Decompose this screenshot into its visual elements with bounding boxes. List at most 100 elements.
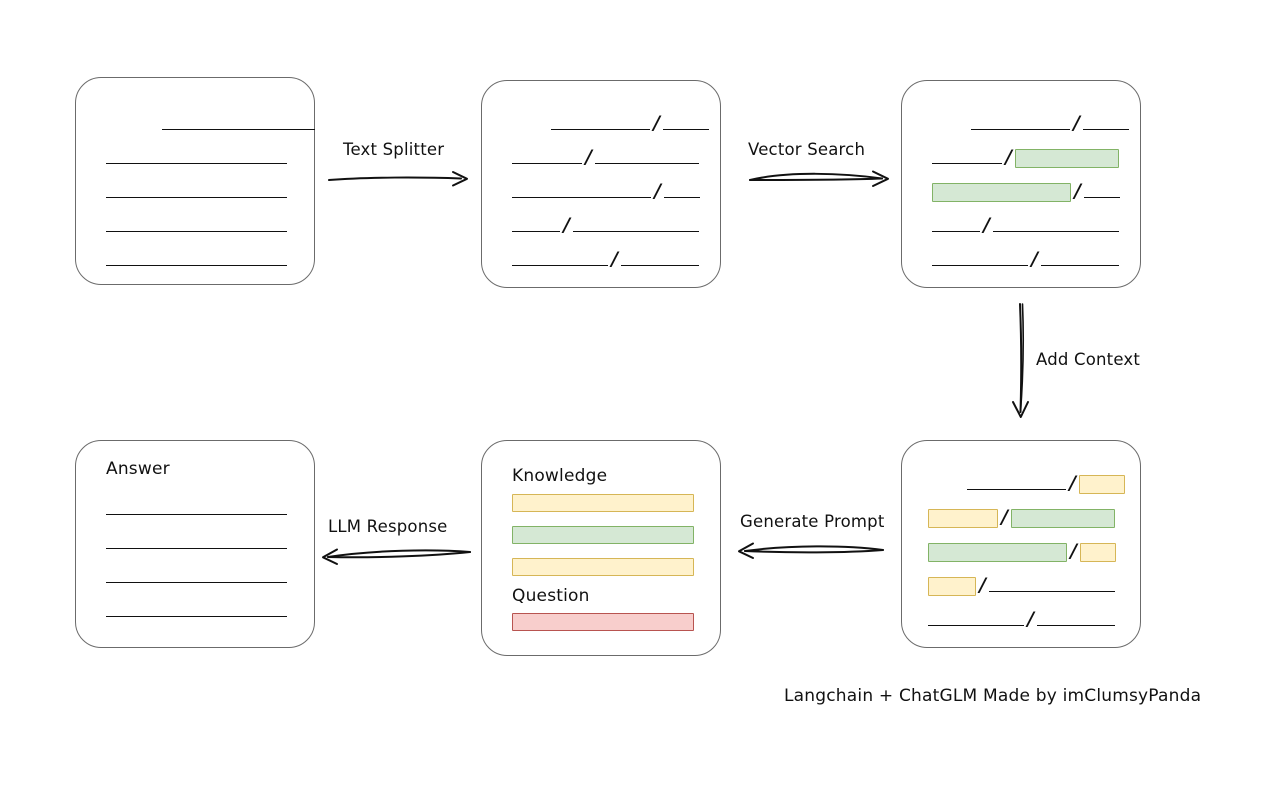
text-line-segment: [967, 489, 1066, 490]
knowledge-bar-yellow[interactable]: [512, 558, 694, 576]
source-document-rows: [76, 78, 315, 284]
question-label: Question: [512, 586, 590, 606]
knowledge-bar-green[interactable]: [512, 526, 694, 544]
text-line-segment: [932, 231, 980, 232]
text-line-segment: [106, 231, 287, 232]
knowledge-label: Knowledge: [512, 466, 608, 486]
chunk-separator-slash: /: [979, 574, 986, 596]
edge-llm-response-label: LLM Response: [328, 517, 448, 536]
text-line-segment: [971, 129, 1070, 130]
node-source-document[interactable]: [75, 77, 315, 285]
knowledge-bar-yellow[interactable]: [512, 494, 694, 512]
text-line-segment: [573, 231, 699, 232]
question-bar-red[interactable]: [512, 613, 694, 631]
node-answer[interactable]: Answer: [75, 440, 315, 648]
edge-generate-prompt-label: Generate Prompt: [740, 512, 885, 531]
edge-llm-response: LLM Response: [320, 517, 475, 569]
text-line-segment: [663, 129, 709, 130]
text-line-segment: [106, 514, 287, 515]
chunk-separator-slash: /: [1073, 112, 1080, 134]
prompt-bars: [482, 441, 720, 655]
text-line-segment: [1083, 129, 1129, 130]
document-line: /: [932, 248, 1119, 270]
document-line: /: [932, 214, 1119, 236]
document-line: [106, 501, 287, 517]
answer-label: Answer: [106, 459, 170, 479]
document-line: /: [512, 112, 709, 134]
node-matched-document[interactable]: / / / / /: [901, 80, 1141, 288]
document-line: /: [928, 574, 1115, 596]
highlighted-chunk-yellow[interactable]: [928, 576, 976, 596]
text-line-segment: [162, 129, 315, 130]
chunk-separator-slash: /: [983, 214, 990, 236]
text-line-segment: [1084, 197, 1120, 198]
highlighted-chunk-yellow[interactable]: [1079, 474, 1125, 494]
text-line-segment: [106, 265, 287, 266]
node-context-document[interactable]: / / / / /: [901, 440, 1141, 648]
document-line: [106, 569, 287, 585]
edge-vector-search: Vector Search: [748, 140, 893, 192]
edge-text-splitter: Text Splitter: [327, 140, 472, 192]
document-line: /: [932, 180, 1120, 202]
text-line-segment: [106, 197, 287, 198]
document-line: /: [512, 146, 699, 168]
text-line-segment: [512, 197, 651, 198]
split-document-rows: / / / / /: [482, 81, 720, 287]
arrow-left-icon: [322, 548, 471, 565]
chunk-separator-slash: /: [585, 146, 592, 168]
arrow-right-icon: [328, 171, 468, 187]
edge-generate-prompt: Generate Prompt: [735, 512, 890, 564]
chunk-separator-slash: /: [1001, 506, 1008, 528]
text-line-segment: [106, 582, 287, 583]
highlighted-chunk-green[interactable]: [932, 182, 1071, 202]
chunk-separator-slash: /: [1027, 608, 1034, 630]
arrow-right-icon: [749, 170, 889, 187]
chunk-separator-slash: /: [1069, 472, 1076, 494]
credit-text: Langchain + ChatGLM Made by imClumsyPand…: [784, 686, 1202, 706]
text-line-segment: [512, 265, 608, 266]
highlighted-chunk-yellow[interactable]: [928, 508, 998, 528]
text-line-segment: [664, 197, 700, 198]
text-line-segment: [595, 163, 699, 164]
chunk-separator-slash: /: [654, 180, 661, 202]
matched-document-rows: / / / / /: [902, 81, 1140, 287]
document-line: [106, 603, 287, 619]
highlighted-chunk-green[interactable]: [928, 542, 1067, 562]
document-line: [106, 150, 287, 166]
chunk-separator-slash: /: [611, 248, 618, 270]
chunk-separator-slash: /: [1005, 146, 1012, 168]
chunk-separator-slash: /: [563, 214, 570, 236]
document-line: /: [932, 146, 1119, 168]
document-line: /: [928, 542, 1116, 562]
text-line-segment: [1037, 625, 1115, 626]
document-line: /: [512, 214, 699, 236]
document-line: /: [512, 180, 700, 202]
text-line-segment: [106, 548, 287, 549]
text-line-segment: [106, 163, 287, 164]
node-split-document[interactable]: / / / / /: [481, 80, 721, 288]
text-line-segment: [512, 163, 582, 164]
document-line: /: [928, 506, 1115, 528]
document-line: [106, 535, 287, 551]
context-document-rows: / / / / /: [902, 441, 1140, 647]
text-line-segment: [932, 265, 1028, 266]
text-line-segment: [621, 265, 699, 266]
node-prompt[interactable]: Knowledge Question: [481, 440, 721, 656]
chunk-separator-slash: /: [1074, 180, 1081, 202]
arrow-down-icon: [1012, 303, 1029, 418]
highlighted-chunk-yellow[interactable]: [1080, 542, 1116, 562]
text-line-segment: [993, 231, 1119, 232]
chunk-separator-slash: /: [653, 112, 660, 134]
edge-add-context: Add Context: [1000, 300, 1160, 425]
text-line-segment: [1041, 265, 1119, 266]
edge-vector-search-label: Vector Search: [748, 140, 866, 159]
edge-add-context-label: Add Context: [1036, 350, 1141, 369]
answer-rows: [76, 441, 314, 647]
text-line-segment: [932, 163, 1002, 164]
document-line: /: [512, 248, 699, 270]
highlighted-chunk-green[interactable]: [1015, 148, 1119, 168]
highlighted-chunk-green[interactable]: [1011, 508, 1115, 528]
document-line: /: [932, 112, 1129, 134]
chunk-separator-slash: /: [1031, 248, 1038, 270]
